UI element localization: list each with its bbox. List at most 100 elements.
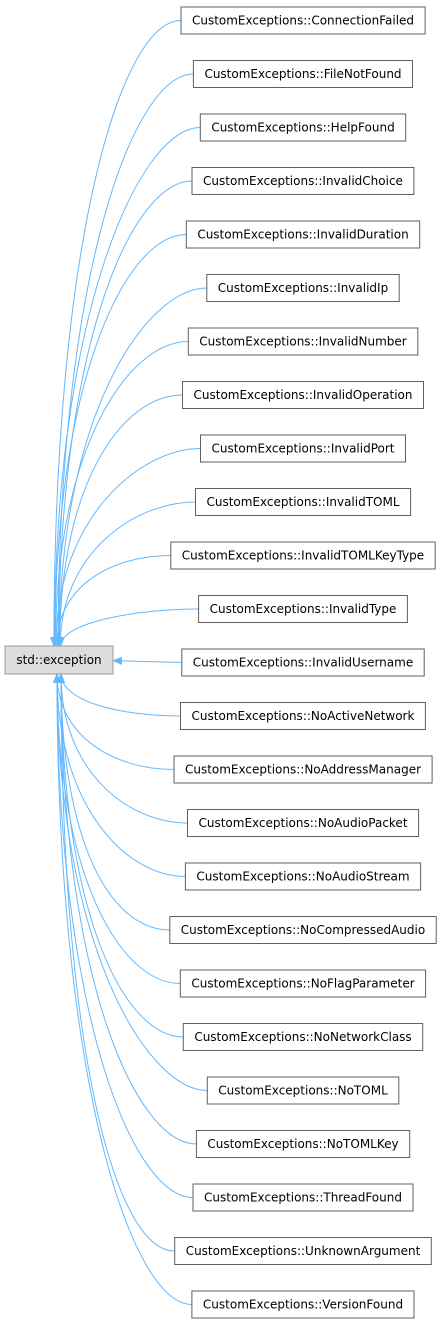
inheritance-edge	[55, 287, 207, 647]
derived-class-node[interactable]: CustomExceptions::InvalidTOML	[195, 488, 412, 516]
inheritance-edge	[57, 673, 170, 931]
inheritance-edge	[57, 673, 175, 1252]
derived-class-label: CustomExceptions::HelpFound	[211, 121, 394, 135]
derived-class-label: CustomExceptions::NoFlagParameter	[191, 977, 414, 991]
derived-class-node[interactable]: CustomExceptions::InvalidDuration	[185, 220, 421, 249]
derived-class-label: CustomExceptions::InvalidDuration	[197, 228, 408, 242]
inheritance-edge	[57, 673, 181, 717]
derived-class-node[interactable]: CustomExceptions::FileNotFound	[192, 60, 413, 88]
derived-class-label: CustomExceptions::NoNetworkClass	[194, 1030, 411, 1044]
base-class-box	[4, 645, 114, 675]
derived-class-node[interactable]: CustomExceptions::InvalidTOMLKeyType	[170, 541, 436, 570]
inheritance-edge	[56, 501, 196, 647]
derived-class-box	[192, 1183, 414, 1212]
inheritance-edge	[53, 673, 192, 1305]
derived-class-box	[181, 648, 425, 677]
derived-class-box	[206, 1076, 400, 1105]
derived-class-box	[173, 755, 433, 784]
derived-class-box	[206, 274, 400, 302]
derived-class-label: CustomExceptions::InvalidNumber	[199, 335, 407, 349]
inheritance-edge	[53, 673, 186, 877]
derived-class-node[interactable]: CustomExceptions::InvalidChoice	[191, 167, 415, 195]
derived-class-box	[187, 327, 419, 356]
inheritance-edge	[52, 448, 201, 647]
derived-class-box	[195, 1130, 411, 1158]
derived-class-box	[174, 1237, 432, 1265]
derived-class-node[interactable]: CustomExceptions::InvalidUsername	[181, 648, 425, 677]
derived-class-node[interactable]: CustomExceptions::NoTOMLKey	[195, 1130, 411, 1158]
derived-class-box	[179, 969, 427, 998]
inheritance-edge	[53, 673, 194, 1198]
derived-class-node[interactable]: CustomExceptions::InvalidType	[198, 595, 408, 623]
inheritance-edge	[51, 341, 189, 647]
inheritance-edge	[52, 555, 171, 647]
inheritance-edge	[53, 673, 181, 984]
derived-class-label: CustomExceptions::NoActiveNetwork	[192, 709, 415, 723]
derived-class-label: CustomExceptions::InvalidChoice	[203, 174, 403, 188]
inheritance-edge	[50, 234, 187, 647]
derived-class-label: CustomExceptions::UnknownArgument	[186, 1244, 421, 1258]
derived-class-box	[198, 595, 408, 623]
inheritance-edge	[56, 608, 199, 647]
derived-class-node[interactable]: CustomExceptions::NoAudioPacket	[187, 809, 420, 837]
derived-class-box	[180, 6, 426, 35]
derived-class-label: CustomExceptions::InvalidTOML	[206, 495, 399, 509]
derived-class-node[interactable]: CustomExceptions::NoTOML	[206, 1076, 400, 1105]
derived-class-node[interactable]: CustomExceptions::VersionFound	[191, 1290, 415, 1319]
derived-class-label: CustomExceptions::ConnectionFailed	[192, 14, 414, 28]
derived-class-node[interactable]: CustomExceptions::InvalidPort	[200, 434, 406, 463]
inheritance-edge	[50, 127, 201, 647]
inheritance-edge	[55, 394, 183, 647]
derived-class-label: CustomExceptions::NoAddressManager	[185, 763, 421, 777]
derived-class-box	[184, 862, 422, 891]
derived-class-label: CustomExceptions::InvalidUsername	[193, 656, 413, 670]
derived-class-label: CustomExceptions::ThreadFound	[204, 1191, 402, 1205]
derived-class-node[interactable]: CustomExceptions::InvalidNumber	[187, 327, 419, 356]
inheritance-edge	[57, 673, 188, 824]
derived-class-box	[182, 1023, 424, 1051]
derived-class-label: CustomExceptions::InvalidOperation	[194, 388, 413, 402]
derived-class-node[interactable]: CustomExceptions::InvalidIp	[206, 274, 400, 302]
inheritance-edge	[53, 673, 175, 770]
derived-class-label: CustomExceptions::NoTOMLKey	[207, 1137, 398, 1151]
inheritance-edge	[49, 20, 182, 647]
derived-class-box	[192, 60, 413, 88]
derived-class-box	[191, 167, 415, 195]
derived-class-node[interactable]: CustomExceptions::NoNetworkClass	[182, 1023, 424, 1051]
derived-class-box	[169, 916, 437, 944]
derived-class-node[interactable]: CustomExceptions::NoActiveNetwork	[180, 702, 426, 730]
derived-class-node[interactable]: CustomExceptions::NoAddressManager	[173, 755, 433, 784]
derived-class-label: CustomExceptions::InvalidPort	[211, 442, 394, 456]
inheritance-edge	[112, 656, 182, 665]
inheritance-edge	[54, 73, 194, 647]
derived-class-node[interactable]: CustomExceptions::NoAudioStream	[184, 862, 422, 891]
derived-class-box	[199, 113, 407, 142]
inheritance-edge	[53, 673, 208, 1091]
derived-class-label: CustomExceptions::NoAudioStream	[196, 870, 409, 884]
derived-class-node[interactable]: CustomExceptions::ThreadFound	[192, 1183, 414, 1212]
inheritance-edge	[57, 673, 184, 1038]
derived-class-label: CustomExceptions::NoTOML	[218, 1084, 388, 1098]
derived-class-node[interactable]: CustomExceptions::NoCompressedAudio	[169, 916, 437, 944]
inheritance-edge	[54, 180, 193, 647]
inheritance-edges	[49, 20, 208, 1305]
derived-class-node[interactable]: CustomExceptions::ConnectionFailed	[180, 6, 426, 35]
derived-class-nodes: CustomExceptions::ConnectionFailedCustom…	[169, 6, 437, 1319]
derived-class-node[interactable]: CustomExceptions::UnknownArgument	[174, 1237, 432, 1265]
inheritance-edge	[57, 673, 197, 1145]
derived-class-box	[180, 702, 426, 730]
derived-class-box	[191, 1290, 415, 1319]
derived-class-node[interactable]: CustomExceptions::NoFlagParameter	[179, 969, 427, 998]
derived-class-box	[200, 434, 406, 463]
derived-class-label: CustomExceptions::NoAudioPacket	[198, 816, 407, 830]
derived-class-box	[182, 381, 424, 409]
derived-class-box	[185, 220, 421, 249]
derived-class-label: CustomExceptions::VersionFound	[203, 1298, 403, 1312]
derived-class-node[interactable]: CustomExceptions::InvalidOperation	[182, 381, 424, 409]
base-class-node[interactable]: std::exception	[4, 645, 114, 675]
derived-class-label: CustomExceptions::InvalidIp	[218, 281, 388, 295]
derived-class-label: CustomExceptions::InvalidTOMLKeyType	[182, 549, 424, 563]
derived-class-label: CustomExceptions::NoCompressedAudio	[181, 923, 425, 937]
derived-class-node[interactable]: CustomExceptions::HelpFound	[199, 113, 407, 142]
